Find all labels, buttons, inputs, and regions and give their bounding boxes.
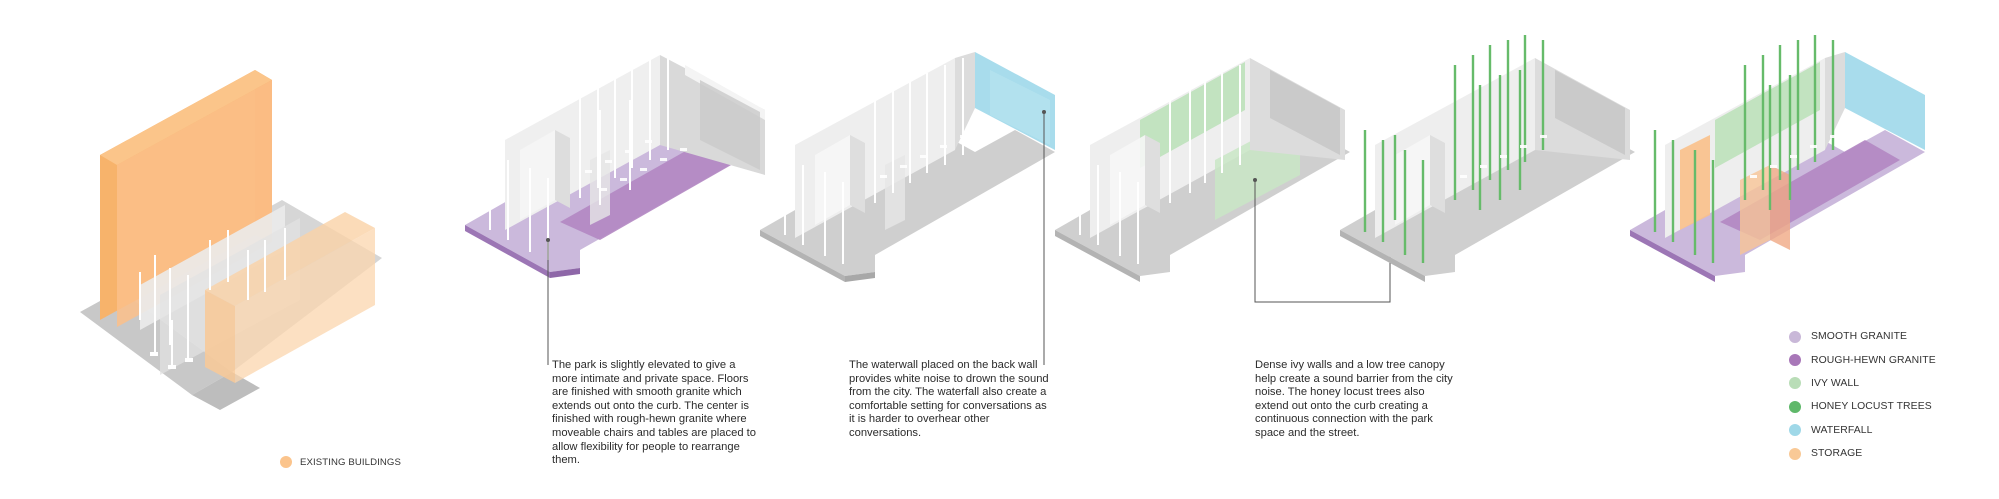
existing-buildings-swatch <box>280 456 292 468</box>
legend-item: WATERFALL <box>1789 419 1989 442</box>
legend-item: SMOOTH GRANITE <box>1789 325 1989 348</box>
diagram-honey-locust-trees <box>1340 35 1635 282</box>
legend-item: STORAGE <box>1789 442 1989 465</box>
legend-swatch <box>1789 330 1801 343</box>
diagram-existing-buildings <box>80 70 382 410</box>
legend-swatch <box>1789 447 1801 460</box>
existing-buildings-label: EXISTING BUILDINGS <box>280 456 401 468</box>
legend-swatch <box>1789 424 1801 437</box>
legend-swatch <box>1789 377 1801 390</box>
diagram-ivy-wall <box>1055 58 1391 303</box>
legend-label: STORAGE <box>1811 448 1863 460</box>
legend-label: IVY WALL <box>1811 377 1860 389</box>
diagram-granite-floor <box>465 52 765 365</box>
caption-waterwall: The waterwall placed on the back wall pr… <box>849 359 1049 439</box>
legend: SMOOTH GRANITE ROUGH-HEWN GRANITE IVY WA… <box>1789 325 1989 465</box>
diagram-composite <box>1630 35 1925 282</box>
legend-swatch <box>1789 400 1801 413</box>
legend-item: IVY WALL <box>1789 372 1989 395</box>
legend-label: SMOOTH GRANITE <box>1811 331 1908 343</box>
existing-buildings-text: EXISTING BUILDINGS <box>300 456 401 468</box>
diagram-waterwall <box>760 52 1055 365</box>
legend-swatch <box>1789 354 1801 367</box>
legend-label: WATERFALL <box>1811 424 1873 436</box>
legend-item: ROUGH-HEWN GRANITE <box>1789 348 1989 371</box>
legend-item: HONEY LOCUST TREES <box>1789 395 1989 418</box>
caption-elevation: The park is slightly elevated to give a … <box>552 359 756 467</box>
caption-ivy: Dense ivy walls and a low tree canopy he… <box>1255 359 1453 439</box>
legend-label: ROUGH-HEWN GRANITE <box>1811 354 1936 366</box>
legend-label: HONEY LOCUST TREES <box>1811 401 1932 413</box>
